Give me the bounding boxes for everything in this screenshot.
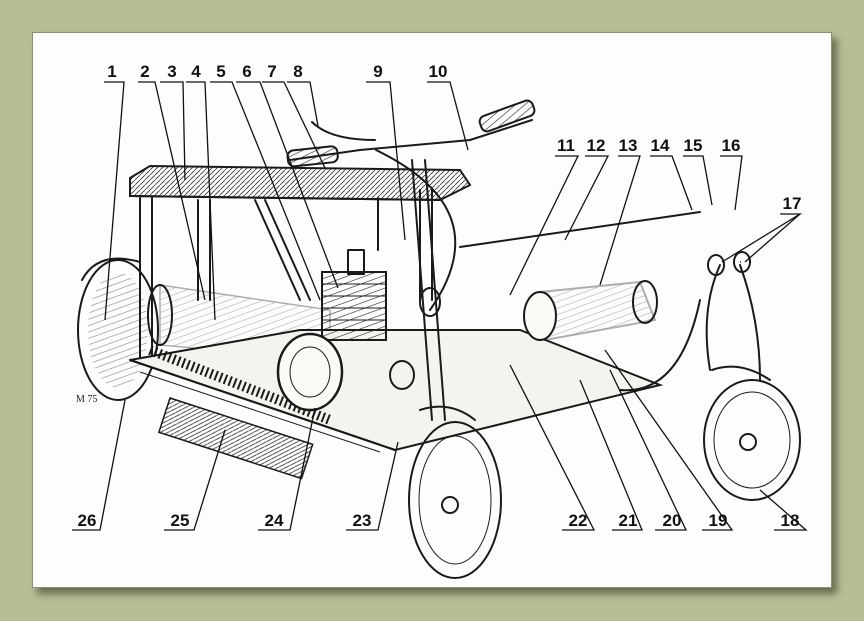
label-12: 12	[587, 136, 606, 155]
label-9: 9	[373, 62, 382, 81]
label-15: 15	[684, 136, 703, 155]
label-14: 14	[651, 136, 670, 155]
label-16: 16	[722, 136, 741, 155]
label-11: 11	[557, 136, 575, 155]
label-2: 2	[140, 62, 149, 81]
engine	[276, 249, 415, 412]
label-10: 10	[429, 62, 448, 81]
label-3: 3	[167, 62, 176, 81]
label-24: 24	[265, 511, 284, 530]
label-18: 18	[781, 511, 800, 530]
label-23: 23	[353, 511, 372, 530]
boom-tube	[419, 211, 751, 317]
handlebar	[286, 99, 536, 421]
label-4: 4	[191, 62, 201, 81]
front-left-wheel	[408, 405, 502, 579]
label-7: 7	[267, 62, 276, 81]
label-17: 17	[783, 194, 802, 213]
front-tank	[523, 280, 658, 342]
label-25: 25	[171, 511, 190, 530]
labels-bottom: 26 25 24 23 22 21 20 19 18	[78, 511, 800, 530]
artist-signature: M 75	[76, 394, 97, 405]
label-6: 6	[242, 62, 251, 81]
label-22: 22	[569, 511, 588, 530]
rear-wheel	[77, 257, 159, 401]
label-19: 19	[709, 511, 728, 530]
leader-lines	[72, 81, 808, 531]
label-5: 5	[216, 62, 225, 81]
label-1: 1	[107, 62, 116, 81]
label-8: 8	[293, 62, 302, 81]
label-26: 26	[78, 511, 97, 530]
labels-top: 1 2 3 4 5 6 7 8 9 10 11 12 13 14 15 16 1…	[107, 62, 801, 213]
label-21: 21	[619, 511, 638, 530]
label-13: 13	[619, 136, 638, 155]
label-20: 20	[663, 511, 682, 530]
